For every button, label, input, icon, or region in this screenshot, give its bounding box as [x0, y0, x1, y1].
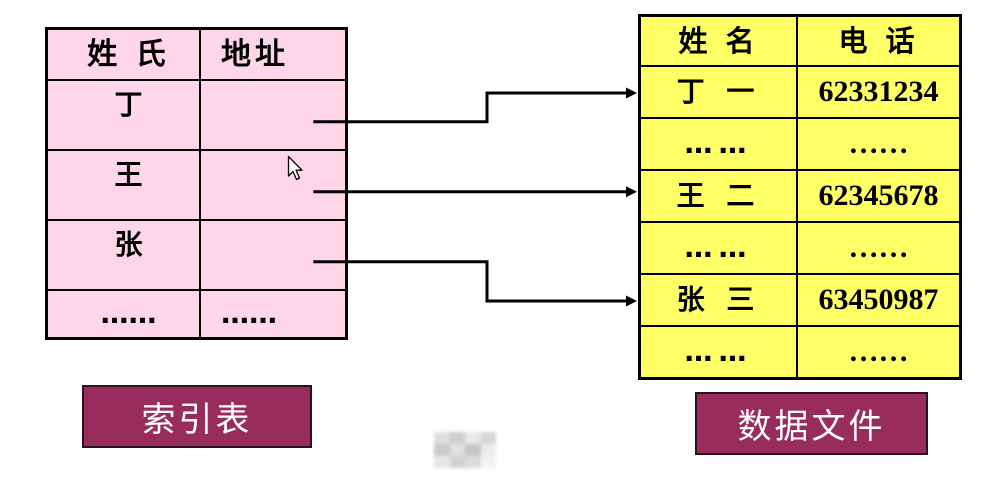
data-phone-cell: 63450987 [818, 283, 939, 316]
index-table-label: 索引表 [82, 385, 312, 448]
data-name-cell: 丁 一 [641, 67, 798, 117]
data-name-cell: …… [641, 119, 798, 169]
index-address-cell [201, 81, 345, 149]
data-header-name: 姓 名 [641, 17, 798, 65]
index-address-cell [201, 151, 345, 219]
index-surname-cell: 王 [48, 151, 201, 219]
connector-line [313, 260, 626, 303]
arrowhead [626, 186, 637, 198]
index-surname-cell: 丁 [48, 81, 201, 149]
index-address-cell: …… [221, 297, 277, 331]
data-row: …… …… [641, 119, 959, 171]
data-phone-cell: …… [848, 335, 909, 368]
connector-line [313, 91, 626, 124]
data-name-cell: 张 三 [641, 275, 798, 325]
data-phone-cell: …… [848, 127, 909, 160]
data-name-cell: 王 二 [641, 171, 798, 221]
data-phone-cell: …… [848, 231, 909, 264]
index-surname-cell: 张 [48, 221, 201, 289]
index-table-label-text: 索引表 [141, 400, 253, 440]
index-row: 丁 [48, 81, 345, 151]
index-header-row: 姓 氏 地址 [48, 30, 345, 81]
index-surname-cell: …… [48, 291, 201, 337]
data-header-row: 姓 名 电 话 [641, 17, 959, 67]
data-file-label-text: 数据文件 [737, 407, 886, 447]
data-name-cell: …… [641, 327, 798, 377]
index-header-surname: 姓 氏 [48, 30, 201, 79]
data-file-table: 姓 名 电 话 丁 一 62331234 …… …… 王 二 62345678 … [638, 14, 962, 380]
index-header-address: 地址 [221, 36, 289, 72]
data-row: …… …… [641, 223, 959, 275]
arrowhead [626, 295, 637, 307]
data-header-phone: 电 话 [838, 23, 919, 58]
data-file-label: 数据文件 [695, 392, 928, 455]
data-row: …… …… [641, 327, 959, 377]
index-row: 张 [48, 221, 345, 291]
index-address-cell [201, 221, 345, 289]
index-row: 王 [48, 151, 345, 221]
data-row: 张 三 63450987 [641, 275, 959, 327]
index-table: 姓 氏 地址 丁 王 张 …… …… [45, 27, 348, 340]
arrowhead [626, 87, 637, 99]
data-row: 丁 一 62331234 [641, 67, 959, 119]
data-name-cell: …… [641, 223, 798, 273]
data-phone-cell: 62331234 [818, 75, 939, 108]
index-row: …… …… [48, 291, 345, 337]
data-phone-cell: 62345678 [818, 179, 939, 212]
data-row: 王 二 62345678 [641, 171, 959, 223]
mouse-cursor-icon [287, 155, 303, 181]
blurred-patch [434, 432, 496, 468]
